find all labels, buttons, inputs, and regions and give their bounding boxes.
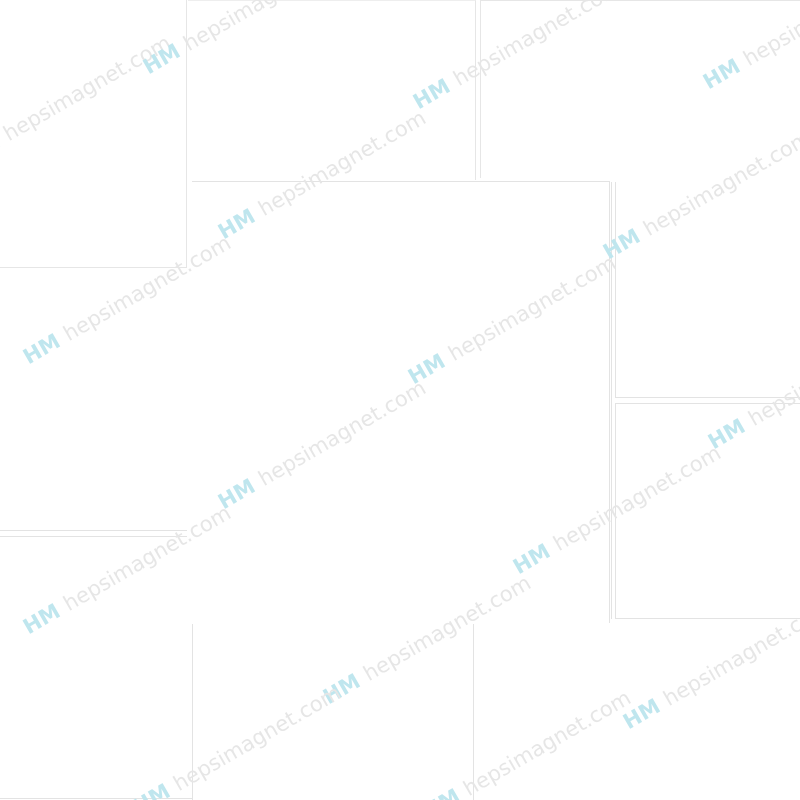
tile-center-large xyxy=(192,181,610,623)
seam-line xyxy=(611,182,612,619)
tile-left-middle xyxy=(0,269,187,531)
tile-left-lower xyxy=(0,536,187,800)
tile-right-lower xyxy=(615,403,800,619)
seam-line xyxy=(192,624,193,800)
tile-top-right xyxy=(480,0,800,178)
tile-bottom-right xyxy=(475,624,800,800)
tile-top-left xyxy=(0,0,187,268)
seam-line xyxy=(0,798,192,799)
tile-right-upper xyxy=(615,182,800,398)
tile-bottom-center xyxy=(192,624,474,800)
tile-top-center xyxy=(188,0,476,180)
